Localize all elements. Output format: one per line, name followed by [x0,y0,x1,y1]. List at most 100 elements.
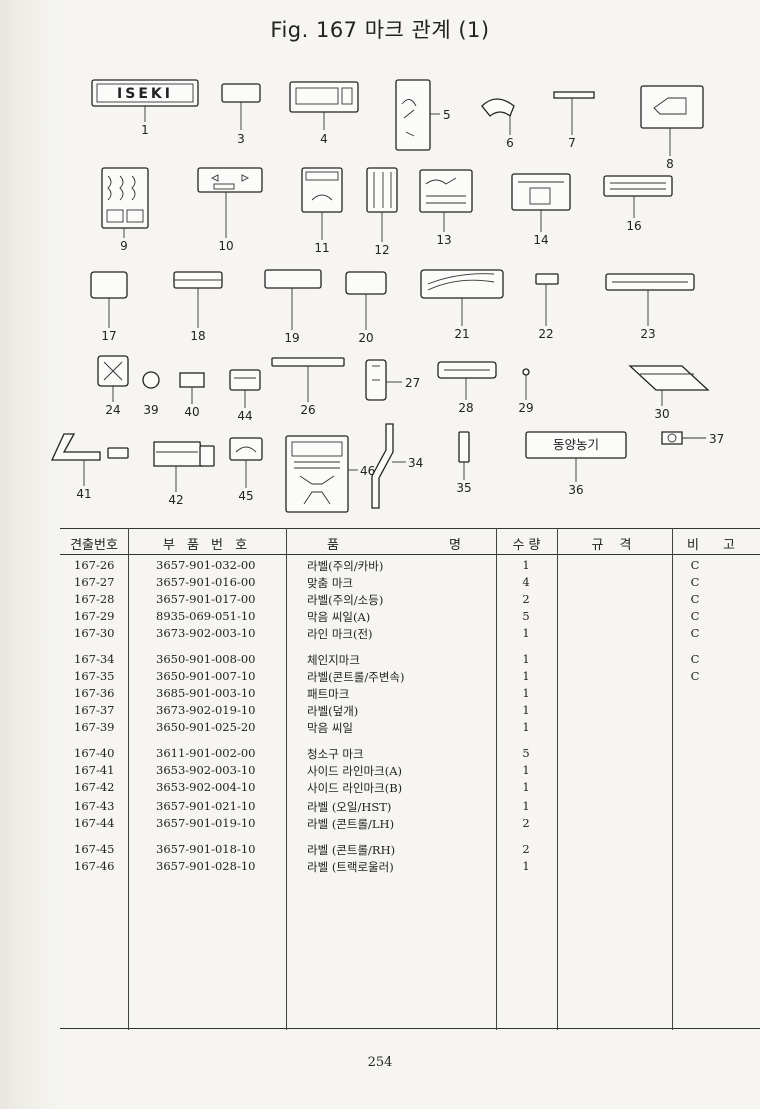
header-qty: 수 량 [512,538,541,553]
name-cell: 라벨(주의/소등) [307,593,384,607]
name-cell: 라벨 (콘트롤/LH) [307,817,395,831]
callout-10: 10 [218,239,233,253]
part-no-cell: 3653-902-003-10 [156,763,256,777]
ref-cell: 167-34 [74,652,115,666]
name-cell: 청소구 마크 [307,747,364,761]
ref-cell: 167-46 [74,859,115,873]
qty-cell: 1 [522,652,530,666]
part-16 [603,175,673,218]
part-no-cell: 3673-902-003-10 [156,626,256,640]
part-18 [173,271,223,328]
note-cell: C [690,652,700,666]
callout-16: 16 [626,219,641,233]
part-24 [97,355,129,402]
ref-cell: 167-29 [74,609,115,623]
callout-34: 34 [408,456,423,470]
ref-cell: 167-41 [74,763,115,777]
ref-cell: 167-42 [74,780,115,794]
part-no-cell: 3673-902-019-10 [156,703,256,717]
part-6 [481,98,515,135]
callout-19: 19 [284,331,299,345]
callout-9: 9 [120,239,128,253]
callout-40: 40 [184,405,199,419]
callout-17: 17 [101,329,116,343]
note-cell: C [690,558,700,572]
part-12 [366,167,398,242]
part-5 [395,79,440,151]
part-no-cell: 3657-901-028-10 [156,859,256,873]
page-edge-shadow [0,0,70,1109]
qty-cell: 1 [522,799,530,813]
callout-18: 18 [190,329,205,343]
part-1-iseki-emblem: ISEKI [91,79,199,122]
name-cell: 사이드 라인마크(A) [307,764,402,778]
part-21 [420,269,504,326]
name-cell: 라벨 (오일/HST) [307,800,392,814]
part-8 [640,85,704,156]
callout-1: 1 [141,123,149,137]
part-11 [301,167,343,240]
qty-cell: 1 [522,859,530,873]
part-1-emblem-text: ISEKI [117,86,173,102]
part-41 [50,433,129,486]
part-no-cell: 3650-901-025-20 [156,720,256,734]
callout-46: 46 [360,464,375,478]
name-cell: 라벨 (트랙로울러) [307,860,394,874]
part-no-cell: 3657-901-019-10 [156,816,256,830]
header-part-no: 부 품 번 호 [162,538,252,553]
note-cell: C [690,626,700,640]
part-no-cell: 3685-901-003-10 [156,686,256,700]
name-cell: 라벨(주의/카바) [307,559,384,573]
table-top-rule [60,528,760,529]
ref-cell: 167-45 [74,842,115,856]
ref-cell: 167-37 [74,703,115,717]
ref-cell: 167-36 [74,686,115,700]
part-37 [661,431,706,445]
ref-cell: 167-27 [74,575,115,589]
qty-cell: 1 [522,626,530,640]
callout-22: 22 [538,327,553,341]
part-44 [229,369,261,408]
part-19 [264,269,322,330]
part-35 [458,431,470,480]
figure-title: Fig. 167 마크 관계 (1) [270,18,490,42]
callout-26: 26 [300,403,315,417]
part-23 [605,273,695,326]
qty-cell: 2 [522,592,530,606]
note-cell: C [690,592,700,606]
ref-cell: 167-44 [74,816,115,830]
name-cell: 라벨 (콘트롤/RH) [307,843,396,857]
name-cell: 라벨(콘트롤/주변속) [307,670,405,684]
part-3 [221,83,261,130]
part-20 [345,271,387,330]
callout-41: 41 [76,487,91,501]
ref-cell: 167-43 [74,799,115,813]
callout-45: 45 [238,489,253,503]
note-cell: C [690,669,700,683]
header-spec: 규 격 [591,538,638,553]
callout-11: 11 [314,241,329,255]
callout-30: 30 [654,407,669,421]
callout-23: 23 [640,327,655,341]
part-17 [90,271,128,328]
page-number: 254 [367,1055,393,1070]
qty-cell: 4 [522,575,530,589]
col-divider [286,528,287,1030]
callout-20: 20 [358,331,373,345]
callout-labels: 1 3 4 5 6 7 8 9 10 11 12 13 14 16 17 18 … [76,108,724,507]
note-cell: C [690,575,700,589]
part-34 [371,423,406,509]
col-divider [496,528,497,1030]
name-cell: 패트마크 [307,687,350,701]
ref-cell: 167-30 [74,626,115,640]
ref-cell: 167-28 [74,592,115,606]
header-note: 비 고 [686,538,746,553]
qty-cell: 1 [522,669,530,683]
